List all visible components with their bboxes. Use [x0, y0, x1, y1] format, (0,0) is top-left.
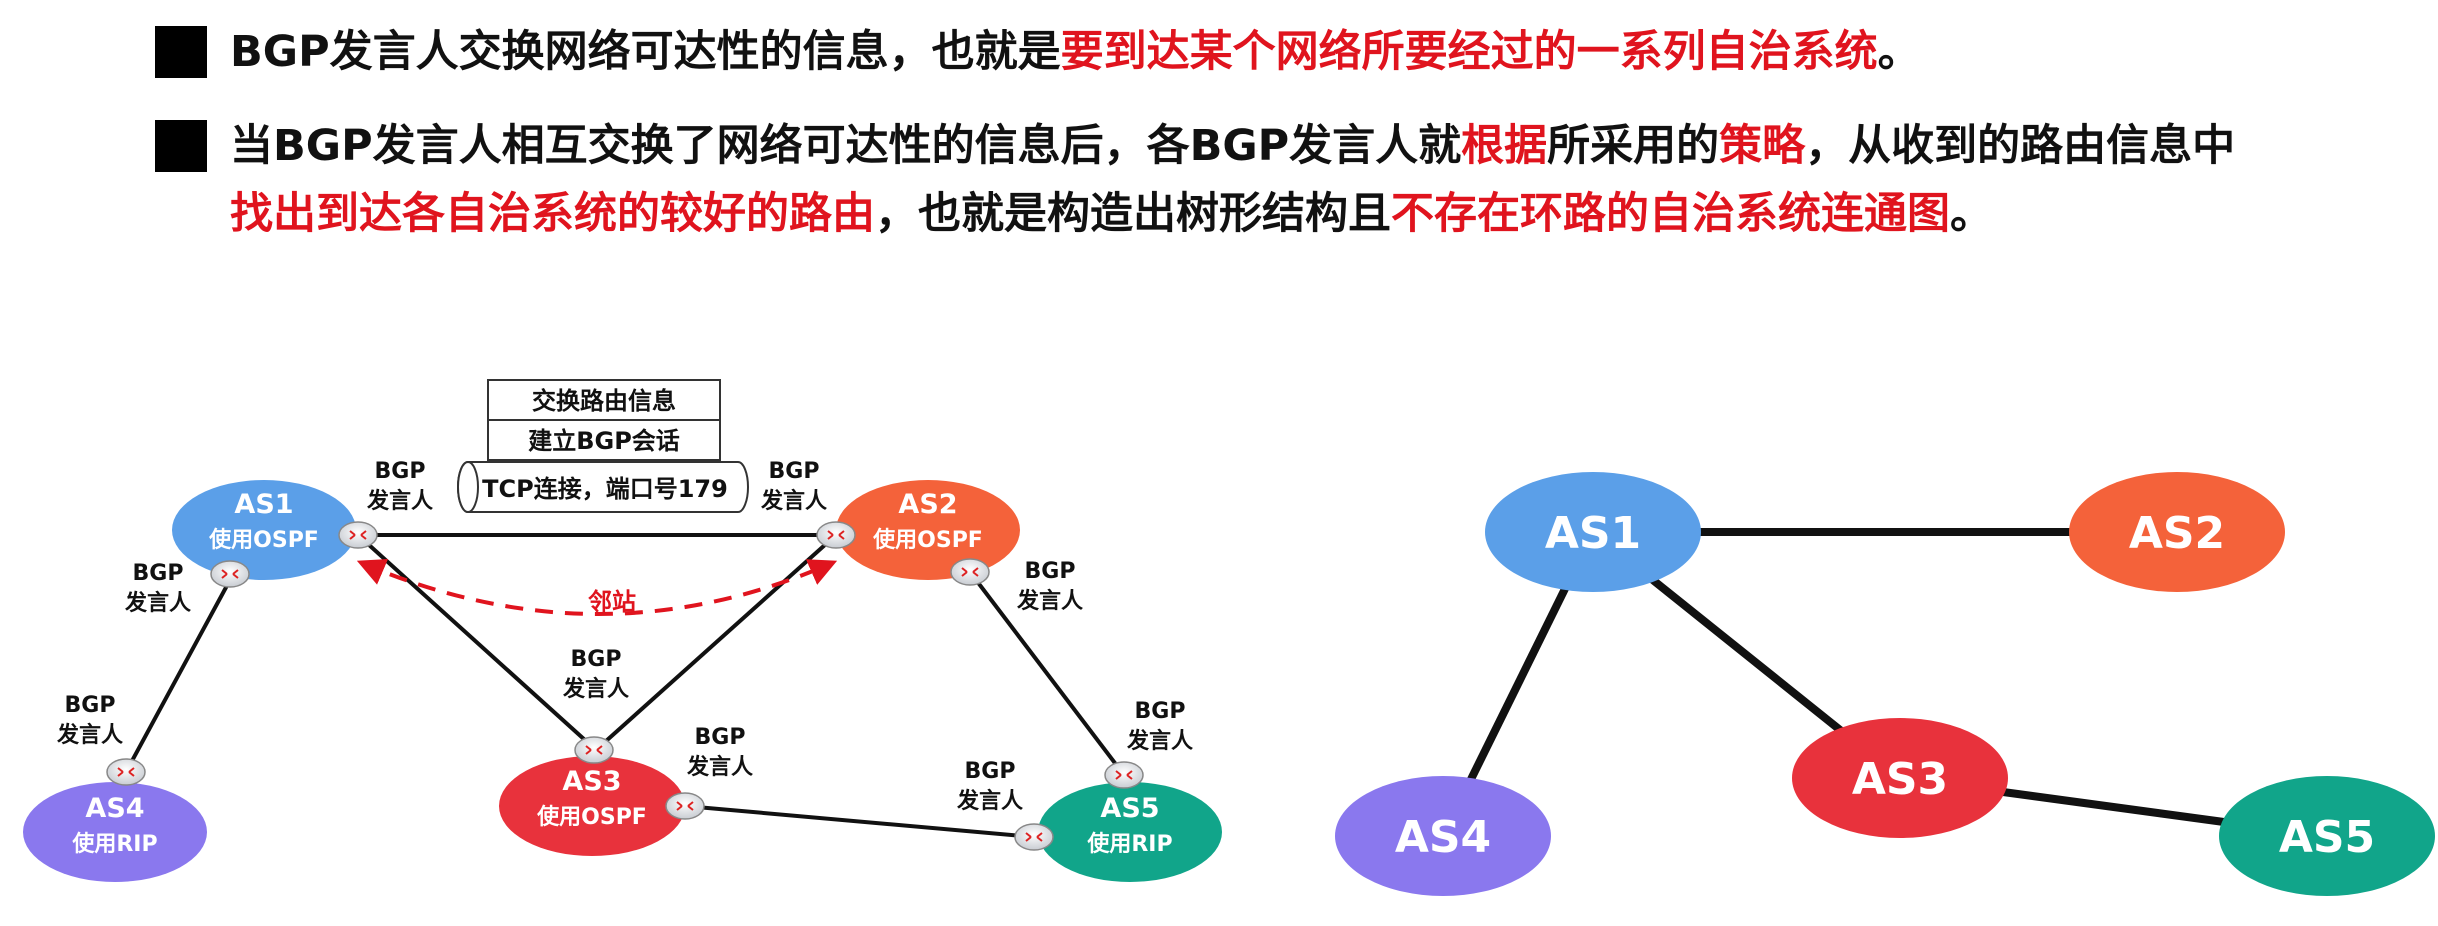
link-as2-as5 [968, 570, 1126, 777]
as4-node: AS4 使用RIP [23, 782, 207, 882]
speaker-label-line1: BGP [375, 459, 426, 484]
speaker-label-line2: 发言人 [562, 676, 629, 702]
speaker-label-line2: 发言人 [686, 754, 753, 780]
as1-name: AS1 [234, 489, 293, 520]
speaker-label-line1: BGP [1135, 699, 1186, 724]
node-as2: AS2 [2069, 472, 2285, 592]
as2-node: AS2 使用OSPF [836, 480, 1020, 580]
speaker-label-line1: BGP [133, 561, 184, 586]
bullet-list: BGP发言人交换网络可达性的信息，也就是要到达某个网络所要经过的一系列自治系统。… [155, 0, 2415, 239]
router-icon [106, 758, 146, 786]
bullet-2-text: ，也就是构造出树形结构且 [875, 189, 1391, 239]
speaker-label-line1: BGP [1025, 559, 1076, 584]
bullet-2-text: 找出到达各自治系统的较好的路由 [230, 189, 875, 239]
as4-name: AS4 [85, 793, 144, 824]
node-as3-ellipse [1792, 718, 2008, 838]
bullet-1: BGP发言人交换网络可达性的信息，也就是要到达某个网络所要经过的一系列自治系统。 [155, 18, 2415, 86]
as4-ellipse [23, 782, 207, 882]
router-icon [665, 792, 705, 820]
right-diagram: AS1 AS2 AS3 AS4 AS5 [1335, 472, 2435, 896]
node-as1-ellipse [1485, 472, 1701, 592]
node-as2-ellipse [2069, 472, 2285, 592]
speaker-label-line2: 发言人 [124, 590, 191, 616]
node-as4-label: AS4 [1395, 812, 1491, 863]
bullet-2-text: 不存在环路的自治系统连通图 [1391, 189, 1950, 239]
bullet-2-line-1: 当BGP发言人相互交换了网络可达性的信息后，各BGP发言人就根据所采用的策略，从… [230, 112, 2415, 180]
node-as1: AS1 [1485, 472, 1701, 592]
bullet-2-line-2: 找出到达各自治系统的较好的路由，也就是构造出树形结构且不存在环路的自治系统连通图… [230, 180, 2415, 248]
bgp-session-box [487, 419, 721, 461]
speaker-label-line2: 发言人 [760, 488, 827, 514]
routers [106, 521, 1144, 851]
speaker-labels: BGP 发言人 BGP 发言人 BGP 发言人 BGP 发言人 BGP 发言人 … [56, 459, 1193, 814]
tcp-connection-label: TCP连接，端口号179 [482, 475, 728, 503]
bullet-square-icon [155, 26, 207, 78]
as2-name: AS2 [898, 489, 957, 520]
node-as3-label: AS3 [1852, 754, 1948, 805]
router-icon [338, 521, 378, 549]
neighbor-label: 邻站 [588, 588, 636, 616]
as5-protocol: 使用RIP [1086, 832, 1172, 857]
speaker-label-line1: BGP [571, 647, 622, 672]
bullet-2-text: 所采用的 [1547, 121, 1720, 171]
as3-node: AS3 使用OSPF [499, 756, 685, 856]
node-as3: AS3 [1792, 718, 2008, 838]
speaker-label-line1: BGP [965, 759, 1016, 784]
router-icon [1014, 823, 1054, 851]
as1-protocol: 使用OSPF [208, 528, 319, 553]
as5-name: AS5 [1100, 793, 1159, 824]
router-icon [816, 521, 856, 549]
as3-protocol: 使用OSPF [536, 805, 647, 830]
speaker-label-line2: 发言人 [1126, 728, 1193, 754]
speaker-label-line2: 发言人 [366, 488, 433, 514]
as5-ellipse [1038, 782, 1222, 882]
as2-protocol: 使用OSPF [872, 528, 983, 553]
as3-ellipse [499, 756, 685, 856]
speaker-label-line1: BGP [65, 693, 116, 718]
as2-ellipse [836, 480, 1020, 580]
router-icon [574, 736, 614, 764]
node-as4: AS4 [1335, 776, 1551, 896]
speaker-label-line2: 发言人 [56, 722, 123, 748]
bullet-2-text: 。 [1950, 189, 1993, 239]
link-as1-as3 [356, 533, 598, 752]
neighbor-arrow [356, 558, 838, 616]
node-as2-label: AS2 [2129, 508, 2225, 559]
router-icon [950, 558, 990, 586]
node-as1-label: AS1 [1545, 508, 1641, 559]
as1-ellipse [172, 480, 356, 580]
link-as2-as3 [594, 533, 838, 752]
exchange-routes-label: 交换路由信息 [532, 387, 676, 415]
as4-protocol: 使用RIP [71, 832, 157, 857]
as1-node: AS1 使用OSPF [172, 480, 356, 580]
as3-name: AS3 [562, 766, 621, 797]
node-as5: AS5 [2219, 776, 2435, 896]
bullet-2-text: 策略 [1719, 121, 1806, 171]
left-diagram: 交换路由信息 建立BGP会话 TCP连接，端口号179 邻站 AS1 使用OSP… [23, 379, 1222, 882]
node-as5-label: AS5 [2279, 812, 2375, 863]
bullet-2-text: 当BGP发言人相互交换了网络可达性的信息后，各BGP发言人就 [230, 121, 1462, 171]
bullet-square-icon [155, 120, 207, 172]
speaker-label-line1: BGP [695, 725, 746, 750]
bullet-2: 当BGP发言人相互交换了网络可达性的信息后，各BGP发言人就根据所采用的策略，从… [155, 112, 2415, 248]
as5-node: AS5 使用RIP [1038, 782, 1222, 882]
bullet-1-text-b: 要到达某个网络所要经过的一系列自治系统 [1060, 27, 1878, 77]
bullet-1-text-c: 。 [1877, 27, 1921, 77]
speaker-label-line2: 发言人 [1016, 588, 1083, 614]
node-as5-ellipse [2219, 776, 2435, 896]
speaker-label-line1: BGP [769, 459, 820, 484]
tcp-tube-end [457, 461, 479, 513]
node-as4-ellipse [1335, 776, 1551, 896]
router-icon [1104, 761, 1144, 789]
link-as3-as5 [684, 804, 1035, 839]
bullet-2-text: ，从收到的路由信息中 [1805, 121, 2236, 171]
exchange-routes-box [487, 379, 721, 421]
bgp-session-label: 建立BGP会话 [528, 427, 680, 455]
bullet-1-text-a: BGP发言人交换网络可达性的信息，也就是 [230, 27, 1061, 77]
bullet-2-text: 根据 [1461, 121, 1548, 171]
speaker-label-line2: 发言人 [956, 788, 1023, 814]
router-icon [210, 560, 250, 588]
link-as1-as4 [124, 579, 232, 773]
